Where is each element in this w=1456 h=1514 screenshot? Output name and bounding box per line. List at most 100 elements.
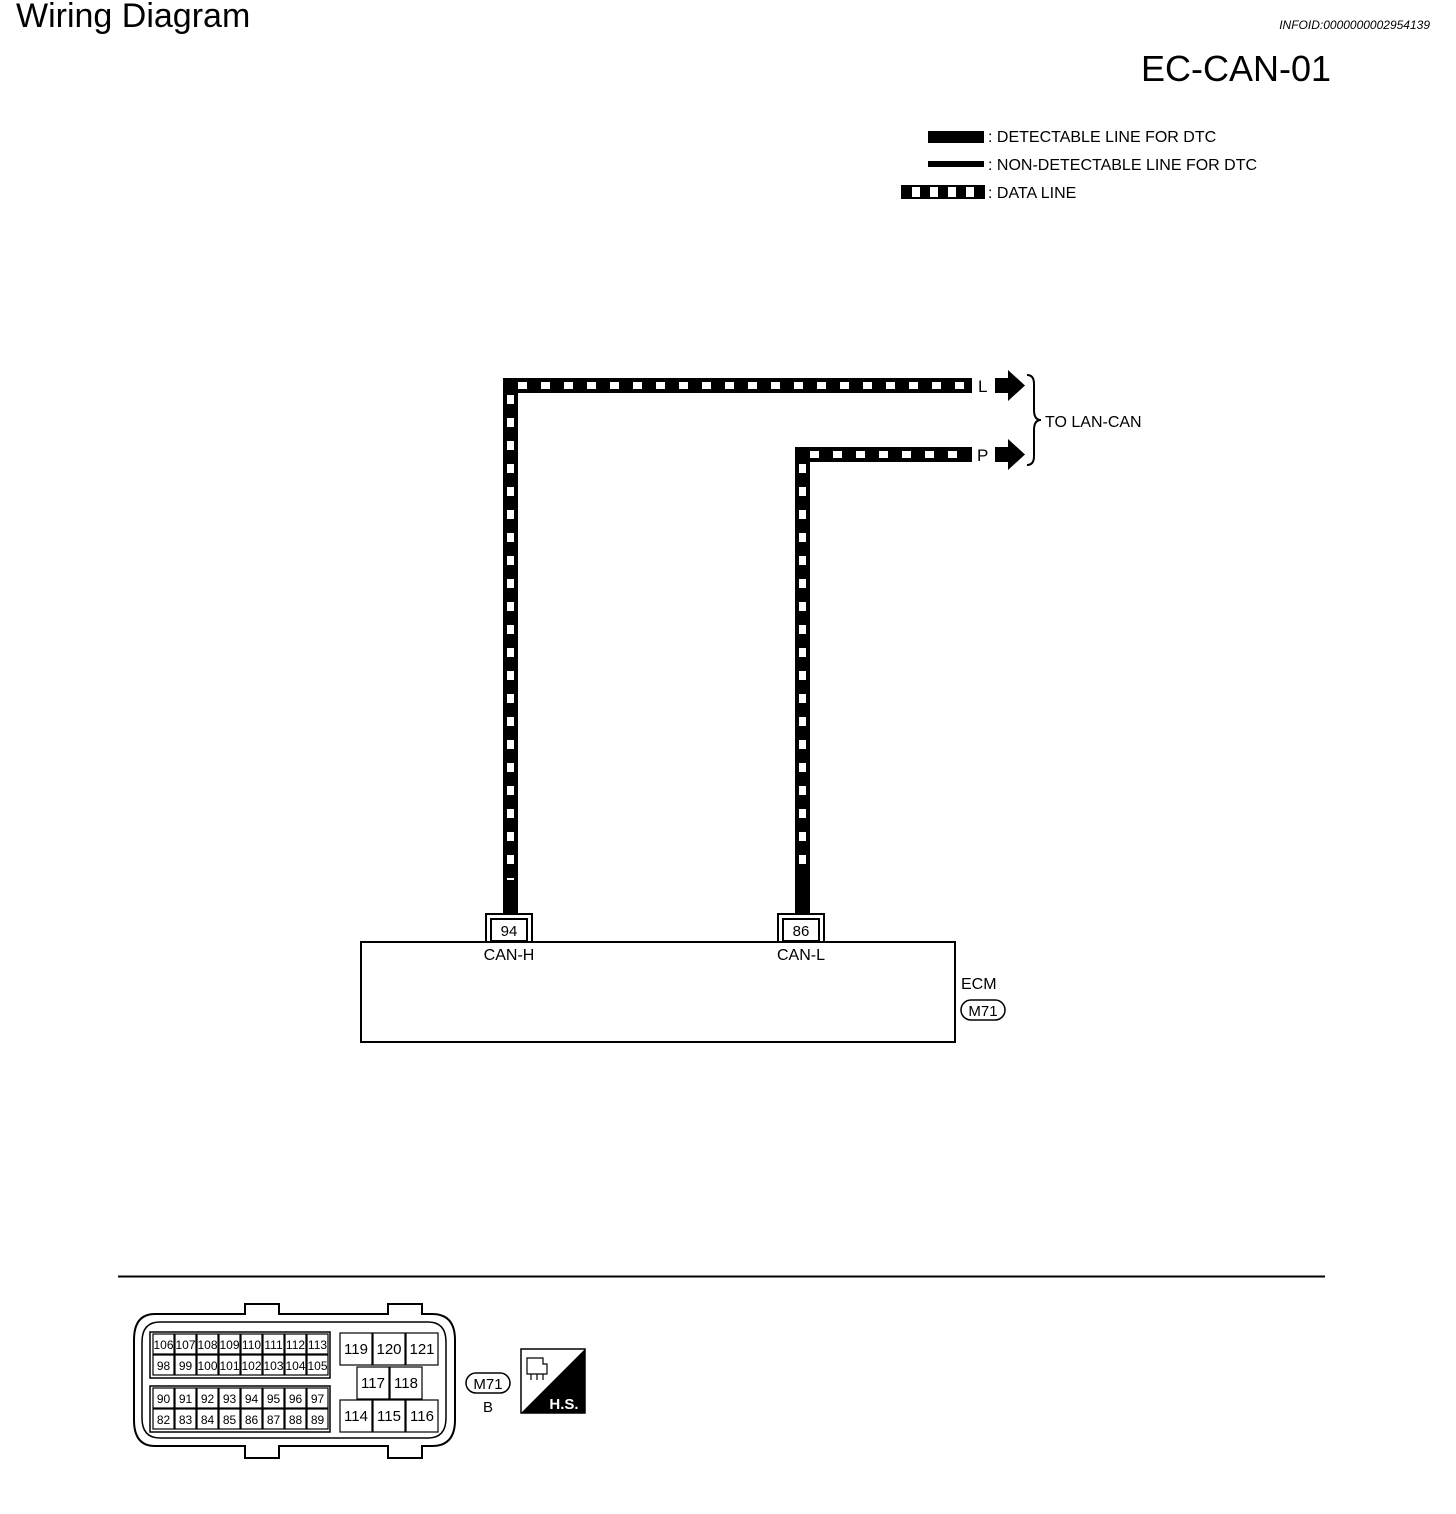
connector-pin-number: 85 — [223, 1413, 237, 1427]
connector-cavity — [152, 1387, 175, 1409]
connector-cavity — [262, 1408, 285, 1430]
connector-pin-number: 109 — [219, 1338, 239, 1352]
connector-pin-number: 94 — [245, 1392, 259, 1406]
connector-cavity — [240, 1333, 263, 1355]
legend-data-line-label: : DATA LINE — [988, 185, 1076, 202]
connector-pin-number: 99 — [179, 1359, 193, 1373]
info-id: INFOID:0000000002954139 — [1279, 18, 1430, 32]
connector-cavity — [405, 1399, 439, 1433]
connector-cavity — [262, 1354, 285, 1376]
connector-cavity — [284, 1333, 307, 1355]
connector-cavity — [196, 1333, 219, 1355]
legend-detectable-label: : DETECTABLE LINE FOR DTC — [988, 129, 1216, 146]
connector-pin-number: 108 — [197, 1338, 217, 1352]
connector-cavity — [284, 1387, 307, 1409]
connector-inner-shell — [141, 1321, 447, 1439]
connector-pin-number: 100 — [197, 1359, 217, 1373]
connector-cavity — [218, 1354, 241, 1376]
connector-cavity — [196, 1387, 219, 1409]
connector-color-label: B — [483, 1399, 493, 1416]
terminal-86-lead — [795, 903, 810, 915]
connector-cavity — [240, 1354, 263, 1376]
legend-detectable-swatch — [928, 131, 984, 143]
terminal-94: 94 — [485, 903, 533, 942]
connector-lower-group — [149, 1385, 331, 1433]
connector-pin-number: 115 — [377, 1408, 401, 1425]
connector-id-badge — [465, 1372, 511, 1394]
connector-pin-number: 110 — [242, 1338, 261, 1352]
connector-pin-number: 103 — [263, 1359, 283, 1373]
connector-cavity — [372, 1399, 406, 1433]
connector-pin-number: 121 — [409, 1341, 434, 1358]
top-right-label-l: L — [978, 377, 987, 396]
connector-pin-number: 87 — [267, 1413, 281, 1427]
connector-pin-number: 113 — [308, 1338, 327, 1352]
connector-cavity — [339, 1399, 373, 1433]
connector-cavity — [262, 1333, 285, 1355]
pin-94-label: 94 — [501, 923, 518, 940]
hs-label: H.S. — [549, 1396, 578, 1413]
connector-pin-number: 95 — [267, 1392, 281, 1406]
connector-cavity — [174, 1354, 197, 1376]
connector-cavity — [405, 1332, 439, 1366]
brace-icon — [1026, 374, 1042, 466]
connector-pin-number: 104 — [285, 1359, 305, 1373]
connector-pin-number: 82 — [157, 1413, 171, 1427]
legend: : DETECTABLE LINE FOR DTC : NON-DETECTAB… — [901, 129, 1257, 202]
connector-cavity — [152, 1333, 175, 1355]
connector-pin-number: 102 — [241, 1359, 261, 1373]
connector-cavity — [306, 1333, 329, 1355]
connector-cavity — [284, 1408, 307, 1430]
connector-cavity — [174, 1408, 197, 1430]
legend-non-detectable-label: : NON-DETECTABLE LINE FOR DTC — [988, 157, 1257, 174]
connector-pin-number: 120 — [376, 1341, 401, 1358]
terminal-86: 86 — [777, 903, 825, 942]
connector-pin-number: 83 — [179, 1413, 193, 1427]
connector-cavity — [306, 1354, 329, 1376]
to-lan-can-label: TO LAN-CAN — [1045, 414, 1142, 431]
connector-id-label: M71 — [473, 1376, 502, 1393]
ecm-connector-label: M71 — [968, 1003, 997, 1020]
connector-cavity — [218, 1333, 241, 1355]
connector-pin-number: 112 — [286, 1338, 305, 1352]
connector-cavity — [262, 1387, 285, 1409]
wire-can-h — [503, 378, 972, 906]
arrow-right-p-icon — [995, 439, 1025, 470]
connector-pin-number: 107 — [175, 1338, 195, 1352]
connector-pin-number: 91 — [179, 1392, 193, 1406]
wire-can-l — [795, 447, 972, 906]
connector-cavity — [284, 1354, 307, 1376]
connector-upper-group — [149, 1331, 331, 1379]
ecm-box — [360, 941, 956, 1043]
page-title: Wiring Diagram — [16, 0, 251, 35]
connector-plug-icon — [526, 1357, 548, 1380]
connector-pin-number: 93 — [223, 1392, 237, 1406]
connector-pin-number: 98 — [157, 1359, 171, 1373]
connector-cavity — [339, 1332, 373, 1366]
connector-cavity — [196, 1354, 219, 1376]
connector-pin-number: 88 — [289, 1413, 303, 1427]
wire-label-p: P — [797, 886, 808, 903]
connector-pin-number: 106 — [153, 1338, 173, 1352]
connector-cavity — [152, 1354, 175, 1376]
connector-pin-number: 116 — [410, 1408, 434, 1425]
wire-can-h-vertical-outline — [503, 378, 518, 906]
connector-pin-number: 89 — [311, 1413, 325, 1427]
connector-cavity — [240, 1408, 263, 1430]
connector-pin-number: 97 — [311, 1392, 325, 1406]
harness-side-icon: H.S. — [520, 1348, 586, 1414]
terminal-86-outer — [777, 913, 825, 942]
connector-cavity — [389, 1366, 423, 1400]
connector-cavity — [306, 1408, 329, 1430]
ecm-connector-badge — [960, 999, 1006, 1021]
top-right-label-p: P — [977, 446, 988, 465]
connector-cavity — [196, 1408, 219, 1430]
connector-pin-number: 118 — [394, 1375, 418, 1392]
terminal-94-outer — [485, 913, 533, 942]
connector-cavity — [174, 1387, 197, 1409]
wire-label-l: L — [506, 886, 515, 903]
connector-pin-number: 114 — [344, 1408, 368, 1425]
connector-pin-number: 84 — [201, 1413, 215, 1427]
